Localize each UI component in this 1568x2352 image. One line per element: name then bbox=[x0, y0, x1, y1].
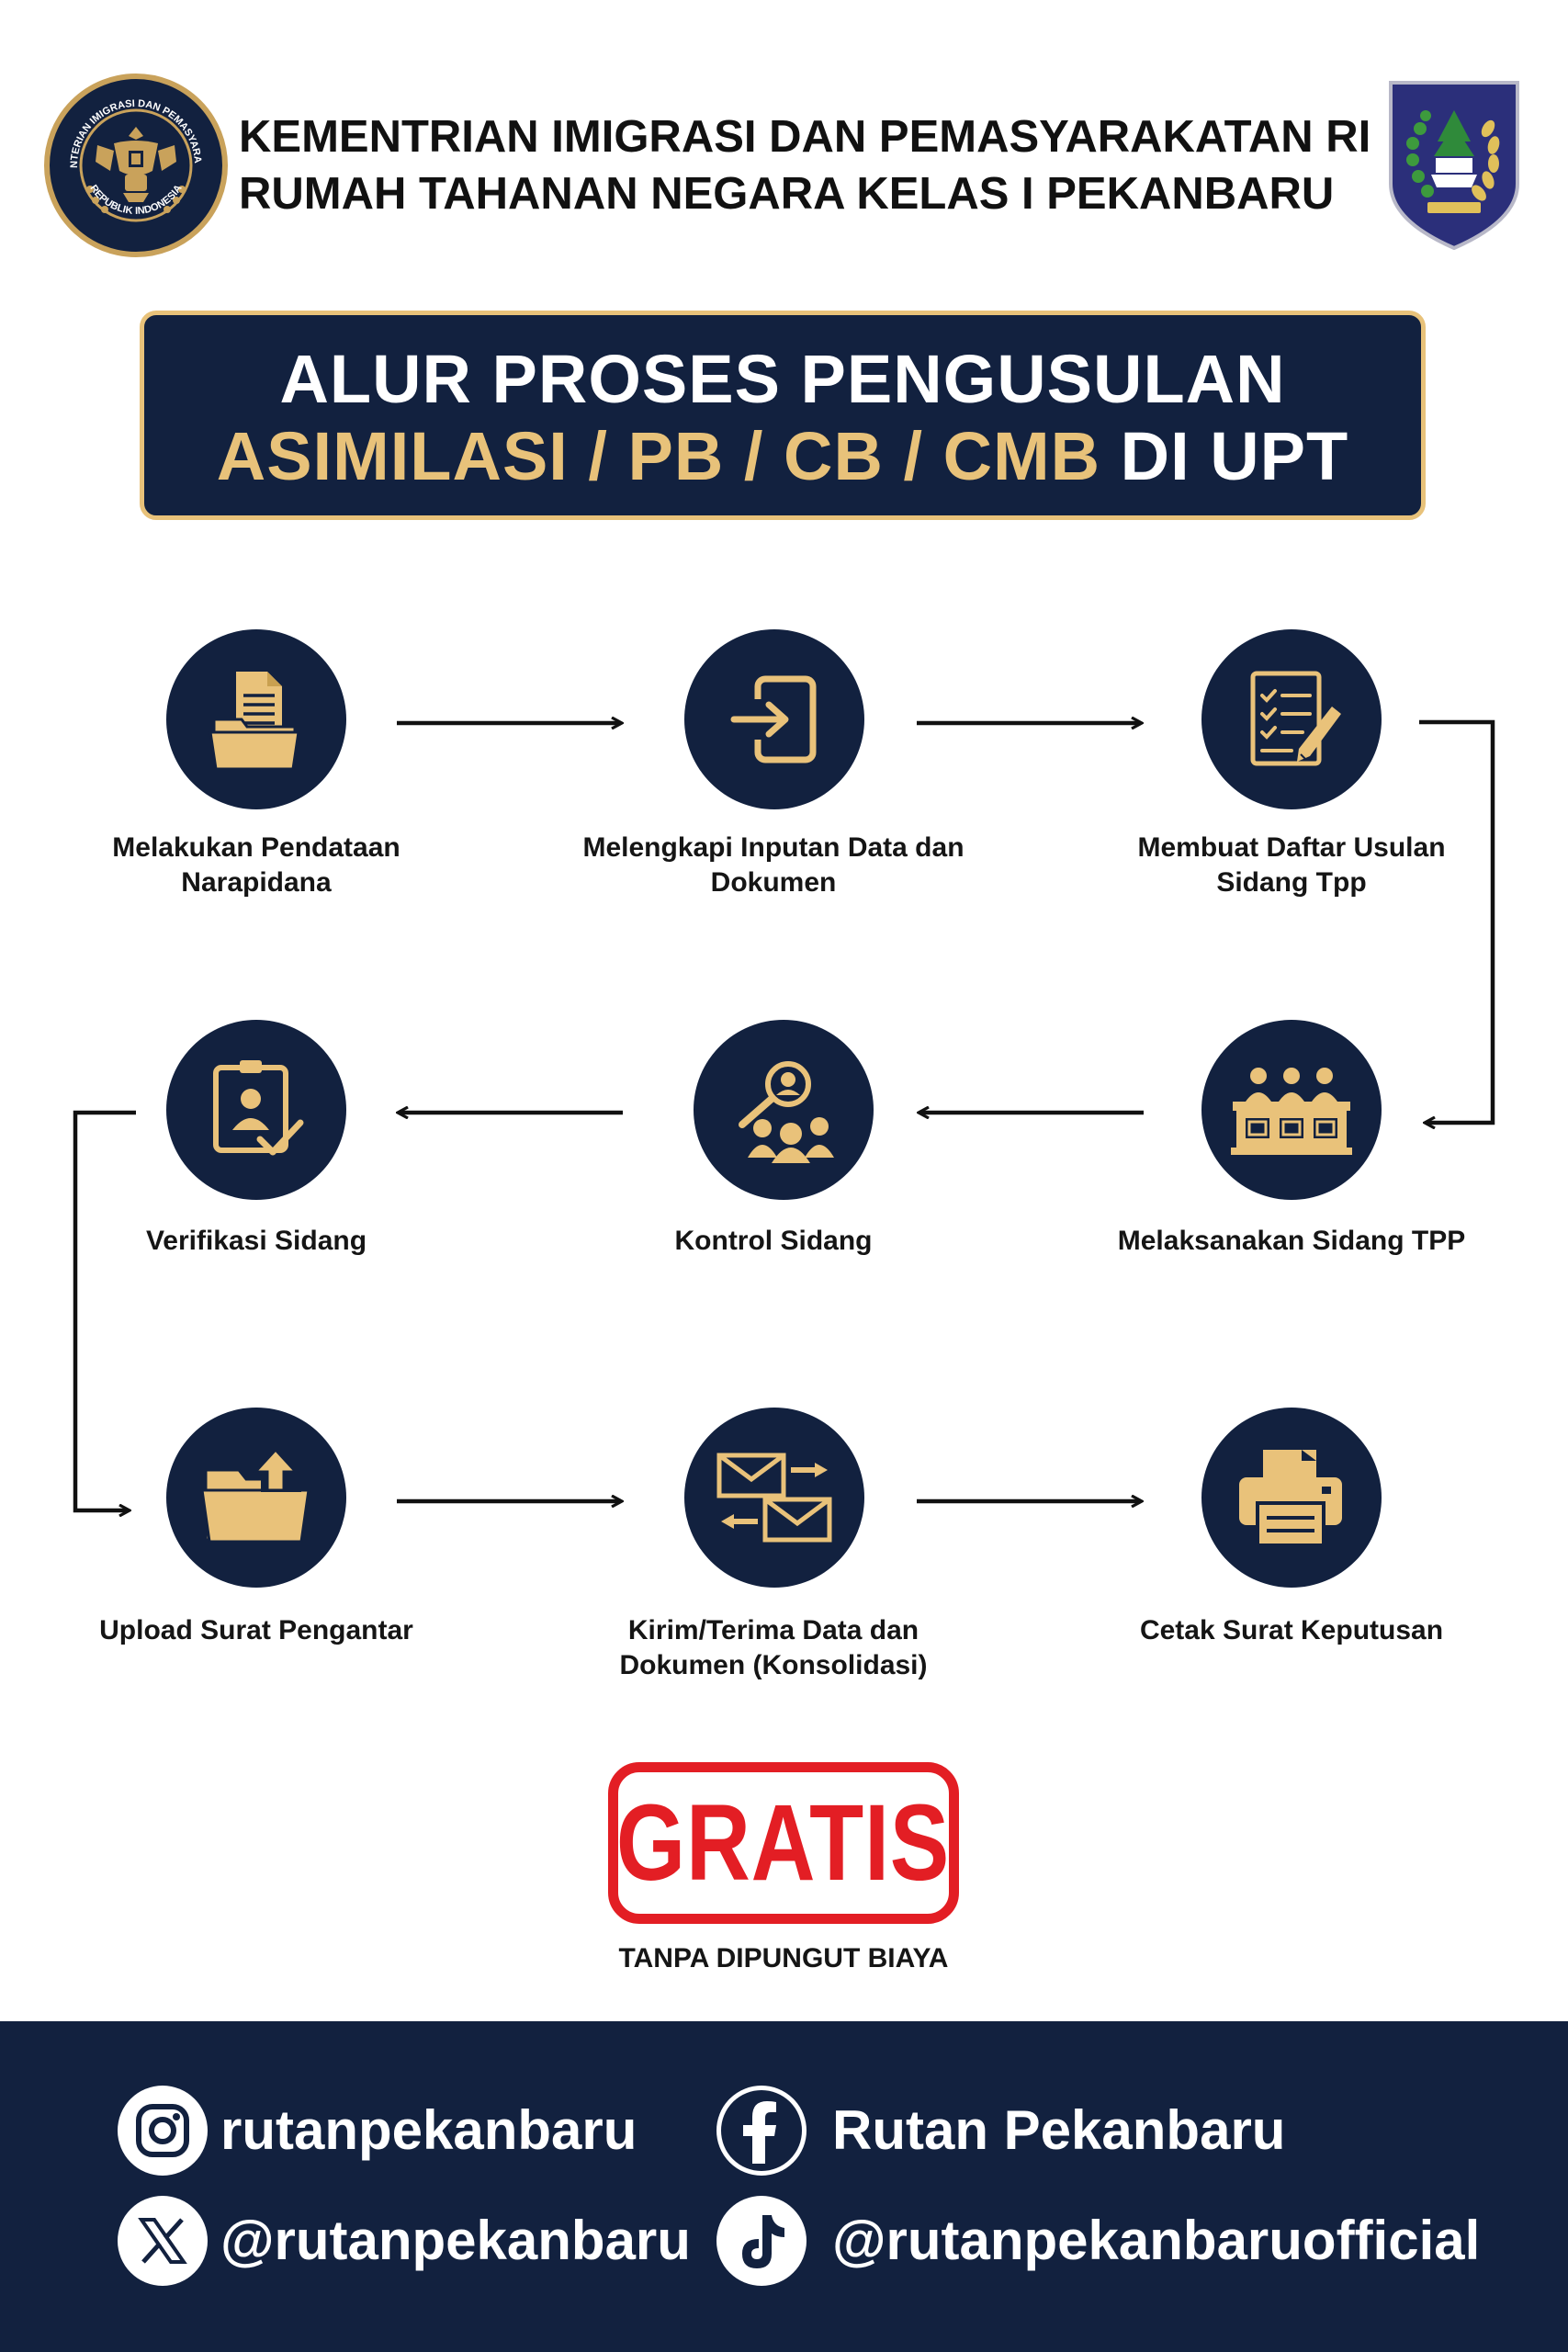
step-circle-8 bbox=[684, 1408, 864, 1588]
step-circle-3 bbox=[1201, 629, 1382, 809]
mail-exchange-icon bbox=[716, 1453, 832, 1543]
step-label-3: Membuat Daftar Usulan Sidang Tpp bbox=[1137, 832, 1446, 898]
step-circle-4 bbox=[166, 1020, 346, 1200]
arrow-step4-step7 bbox=[73, 1110, 136, 1510]
title-line-1: ALUR PROSES PENGUSULAN bbox=[279, 341, 1286, 417]
step-circle-7 bbox=[166, 1408, 346, 1588]
step-circle-9 bbox=[1201, 1408, 1382, 1588]
instagram-handle[interactable]: rutanpekanbaru bbox=[220, 2099, 637, 2161]
step-label-6: Melaksanakan Sidang TPP bbox=[1117, 1226, 1466, 1256]
instagram-icon bbox=[118, 2086, 208, 2176]
step-label-1: Melakukan Pendataan Narapidana bbox=[112, 832, 400, 898]
title-line-2: ASIMILASI / PB / CB / CMB DI UPT bbox=[144, 418, 1421, 495]
step-label-7: Upload Surat Pengantar bbox=[99, 1615, 413, 1645]
people-search-icon bbox=[739, 1061, 834, 1163]
folder-upload-icon bbox=[200, 1447, 310, 1544]
step-label-2: Melengkapi Inputan Data dan Dokumen bbox=[582, 832, 964, 898]
header-title: KEMENTRIAN IMIGRASI DAN PEMASYARAKATAN R… bbox=[239, 108, 1371, 222]
step-label-9: Cetak Surat Keputusan bbox=[1139, 1615, 1444, 1645]
pemasyarakatan-shield-logo bbox=[1385, 74, 1523, 254]
tiktok-handle[interactable]: @rutanpekanbaruofficial bbox=[832, 2210, 1481, 2271]
document-folder-icon bbox=[209, 672, 300, 771]
step-label-8: Kirim/Terima Data dan Dokumen (Konsolida… bbox=[619, 1615, 928, 1680]
facebook-handle[interactable]: Rutan Pekanbaru bbox=[832, 2099, 1286, 2161]
login-icon bbox=[730, 675, 817, 763]
header-line-1: KEMENTRIAN IMIGRASI DAN PEMASYARAKATAN R… bbox=[239, 112, 1371, 162]
x-handle[interactable]: @rutanpekanbaru bbox=[220, 2210, 691, 2271]
kementerian-emblem-logo: KEMENTERIAN IMIGRASI DAN PEMASYARAKATAN … bbox=[44, 74, 228, 257]
step-label-4: Verifikasi Sidang bbox=[145, 1226, 367, 1256]
tiktok-icon bbox=[716, 2196, 807, 2286]
x-icon bbox=[118, 2196, 208, 2286]
gratis-subtitle: TANPA DIPUNGUT BIAYA bbox=[618, 1943, 949, 1973]
title-location: DI UPT bbox=[1120, 418, 1349, 494]
printer-icon bbox=[1239, 1450, 1342, 1547]
badge-check-icon bbox=[213, 1060, 304, 1156]
gratis-badge: GRATIS bbox=[608, 1762, 959, 1924]
header-line-2: RUMAH TAHANAN NEGARA KELAS I PEKANBARU bbox=[239, 169, 1335, 219]
step-circle-6 bbox=[1201, 1020, 1382, 1200]
title-banner: ALUR PROSES PENGUSULAN ASIMILASI / PB / … bbox=[140, 311, 1426, 520]
flow-connectors bbox=[73, 0, 1495, 2021]
step-circle-1 bbox=[166, 629, 346, 809]
title-programs: ASIMILASI / PB / CB / CMB bbox=[216, 418, 1101, 494]
footer-social: rutanpekanbaru Rutan Pekanbaru @rutanpek… bbox=[0, 2021, 1568, 2352]
panel-meeting-icon bbox=[1231, 1068, 1352, 1155]
step-circle-5 bbox=[694, 1020, 874, 1200]
step-label-5: Kontrol Sidang bbox=[674, 1226, 873, 1256]
gratis-label: GRATIS bbox=[616, 1782, 951, 1904]
arrow-step3-step6 bbox=[1419, 719, 1495, 1123]
checklist-pen-icon bbox=[1250, 671, 1341, 766]
facebook-icon bbox=[716, 2086, 807, 2176]
step-circle-2 bbox=[684, 629, 864, 809]
